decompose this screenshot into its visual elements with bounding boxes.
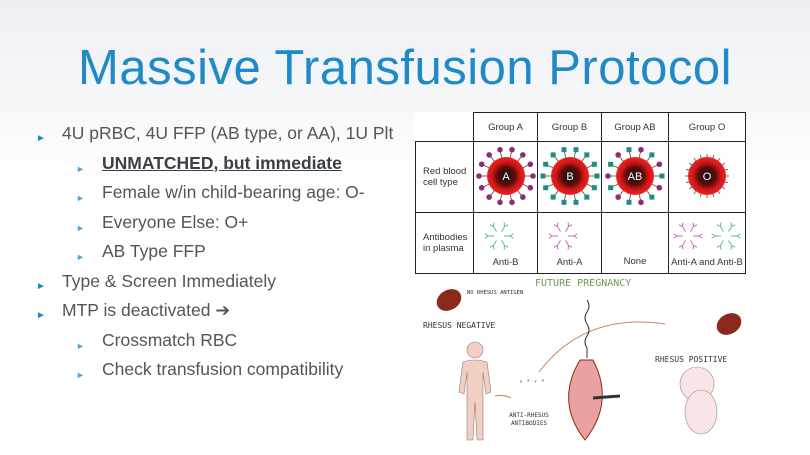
antibody-cell-o: Anti-A and Anti-B	[668, 212, 746, 274]
sub-bullet-item: ►Check transfusion compatibility	[36, 358, 393, 388]
bullet-icon: ►	[76, 163, 85, 174]
arrow-icon	[494, 394, 512, 399]
red-blood-cell-icon: B	[540, 146, 599, 205]
red-blood-cell-icon: O	[685, 153, 729, 198]
umbilical-cord-icon	[584, 299, 590, 358]
no-rhesus-antigen-label: NO RHESUS ANTIGEN	[467, 290, 523, 296]
header-group-b: Group B	[537, 112, 602, 142]
bullet-icon: ►	[76, 252, 85, 262]
mother-figure-icon	[458, 341, 492, 441]
antibody-cluster-icon	[547, 222, 578, 250]
rhesus-negative-label: RHESUS NEGATIVE	[423, 321, 495, 330]
rbc-cell-a: A	[473, 141, 538, 213]
antibody-cell-a: Anti-B	[473, 212, 538, 274]
blood-type-label: O	[703, 171, 712, 183]
bullet-icon: ►	[36, 310, 46, 321]
rbc-cell-b: B	[537, 141, 602, 213]
bullet-item: ►MTP is deactivated ➔	[36, 299, 393, 329]
blood-type-label: AB	[628, 171, 643, 183]
bullet-icon: ►	[36, 133, 46, 144]
bullet-icon: ►	[76, 193, 85, 203]
rhesus-positive-label: RHESUS POSITIVE	[655, 355, 727, 364]
rbc-cell-o: O	[668, 141, 746, 213]
bullet-list: ►4U pRBC, 4U FFP (AB type, or AA), 1U Pl…	[36, 122, 393, 388]
arrow-icon	[538, 321, 666, 373]
antibody-cluster-icon	[673, 222, 741, 250]
row-label-rbc: Red blood cell type	[415, 141, 474, 213]
row-label-antibodies: Antibodies in plasma	[415, 212, 474, 274]
empty-corner	[415, 112, 474, 142]
rh-negative-cell-icon	[436, 289, 462, 311]
antibody-cell-ab: None	[601, 212, 669, 274]
antibody-marks-icon: ᵡ ˣ ᵞ ˣ	[520, 378, 545, 386]
bullet-item: ►Type & Screen Immediately	[36, 270, 393, 300]
rh-positive-cell-icon	[716, 313, 742, 335]
slide-title: Massive Transfusion Protocol	[78, 41, 732, 95]
bullet-icon: ►	[36, 280, 46, 292]
rhesus-illustration: FUTURE PREGNANCY NO RHESUS ANTIGEN RHESU…	[423, 278, 742, 441]
bullet-icon: ►	[76, 222, 85, 233]
cord-icon	[592, 394, 621, 400]
anti-rhesus-label: ANTI-RHESUS ANTIBODIES	[509, 412, 549, 427]
antibody-cluster-icon	[483, 222, 514, 250]
blood-type-label: B	[566, 171, 573, 183]
sub-bullet-item: ►AB Type FFP	[36, 240, 393, 270]
header-group-a: Group A	[473, 112, 538, 142]
antibody-cell-b: Anti-A	[537, 212, 602, 274]
fetus-icon	[679, 366, 718, 435]
placenta-icon	[568, 359, 603, 441]
future-pregnancy-label: FUTURE PREGNANCY	[535, 278, 631, 289]
red-blood-cell-icon: A	[475, 146, 536, 205]
sub-bullet-item: ►Female w/in child-bearing age: O-	[36, 181, 393, 211]
header-group-o: Group O	[668, 112, 746, 142]
header-group-ab: Group AB	[601, 112, 669, 142]
bullet-icon: ►	[76, 340, 85, 351]
blood-group-table: Group A Group B Group AB Group O Red blo…	[415, 112, 746, 274]
sub-bullet-item: ►Everyone Else: O+	[36, 211, 393, 241]
red-blood-cell-icon: AB	[605, 146, 665, 205]
sub-bullet-item: ►Crossmatch RBC	[36, 329, 393, 359]
sub-bullet-item: ►UNMATCHED, but immediate	[36, 152, 393, 182]
rbc-cell-ab: AB	[601, 141, 669, 213]
bullet-item: ►4U pRBC, 4U FFP (AB type, or AA), 1U Pl…	[36, 122, 393, 152]
bullet-icon: ►	[76, 370, 85, 380]
blood-type-label: A	[502, 171, 510, 183]
